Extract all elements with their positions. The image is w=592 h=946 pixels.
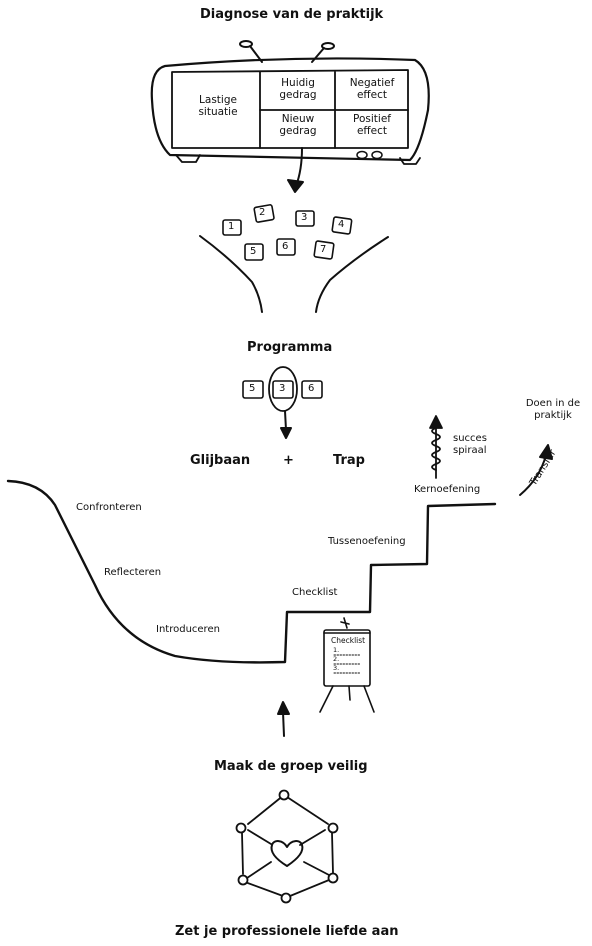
- title-veilig: Maak de groep veilig: [214, 759, 368, 774]
- label-reflecteren: Reflecteren: [104, 567, 162, 578]
- label-plus: +: [283, 453, 294, 468]
- label-introduceren: Introduceren: [156, 624, 220, 635]
- flipchart-line: 3.: [333, 664, 340, 672]
- funnel-number: 5: [250, 246, 257, 257]
- funnel-number: 4: [338, 219, 345, 230]
- label-confronteren: Confronteren: [76, 502, 142, 513]
- programma-number: 5: [249, 383, 256, 394]
- arrow-tv-funnel: [287, 147, 304, 193]
- funnel-number: 7: [320, 244, 327, 255]
- title-programma: Programma: [247, 340, 333, 355]
- flipchart: [319, 617, 375, 713]
- network-lines: [241, 794, 334, 897]
- transfer-arrow: [519, 444, 553, 496]
- flipchart-title: Checklist: [331, 636, 366, 645]
- programma-boxes: [242, 366, 323, 412]
- tv-cell-nieuw-gedrag: Nieuw gedrag: [279, 113, 317, 138]
- title-diagnose: Diagnose van de praktijk: [200, 7, 384, 22]
- funnel-number: 3: [301, 212, 308, 223]
- label-doen-in-de-praktijk: Doen in de praktijk: [525, 398, 581, 421]
- title-liefde: Zet je professionele liefde aan: [175, 924, 399, 939]
- network-nodes: [235, 789, 339, 904]
- flipchart-line: 2.: [333, 655, 340, 663]
- tv-cell-huidig-gedrag: Huidig gedrag: [279, 77, 317, 102]
- programma-number: 6: [308, 383, 315, 394]
- tv-body: [150, 57, 430, 165]
- tv-cell-positief-effect: Positief effect: [353, 113, 391, 138]
- label-kernoefening: Kernoefening: [414, 484, 481, 495]
- arrow-veilig-up: [277, 701, 290, 737]
- label-glijbaan: Glijbaan: [190, 453, 251, 468]
- slide-and-stairs: [6, 479, 497, 664]
- funnel: [199, 235, 389, 313]
- label-succes-spiraal: succes spiraal: [453, 433, 487, 456]
- heart-icon: [270, 840, 304, 867]
- funnel-number: 6: [282, 241, 289, 252]
- funnel-number: 2: [259, 207, 266, 218]
- succes-spiraal: [429, 415, 443, 479]
- label-trap: Trap: [333, 453, 365, 468]
- funnel-number: 1: [228, 221, 235, 232]
- flipchart-line: 1.: [333, 646, 340, 654]
- arrow-programma: [280, 410, 292, 439]
- tv-cell-lastige-situatie: Lastige situatie: [198, 94, 238, 119]
- programma-number: 3: [279, 383, 286, 394]
- funnel-number-boxes: [222, 204, 353, 261]
- label-checklist: Checklist: [292, 587, 338, 598]
- label-tussenoefening: Tussenoefening: [328, 536, 406, 547]
- tv-cell-negatief-effect: Negatief effect: [349, 77, 395, 102]
